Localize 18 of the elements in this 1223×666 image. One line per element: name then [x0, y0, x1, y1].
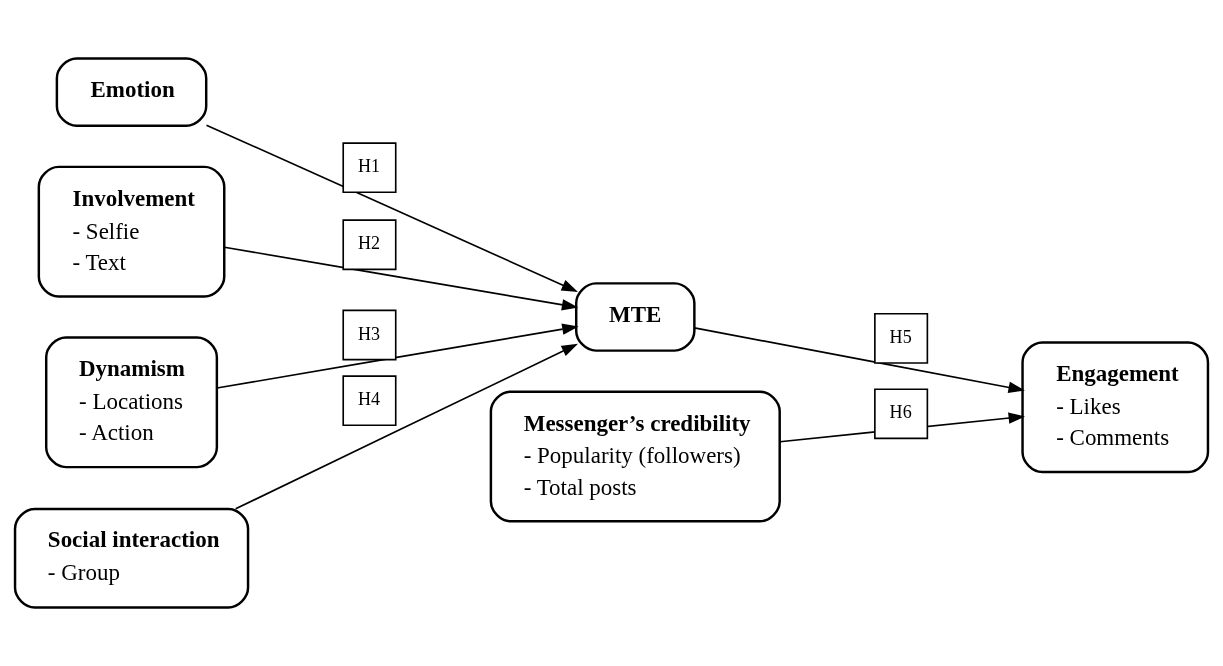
node-box: Involvement - Selfie - Text	[37, 165, 226, 298]
arrow	[234, 343, 578, 510]
node-box: Messenger’s credibility - Popularity (followers) - Total posts	[489, 390, 781, 523]
node-box: Social interaction - Group	[13, 507, 250, 609]
arrow	[223, 246, 579, 311]
arrow	[216, 323, 579, 389]
edge-label: H5	[889, 326, 912, 347]
node-box: Dynamism - Locations - Action	[45, 336, 219, 469]
node-box: Engagement - Likes - Comments	[1021, 341, 1210, 474]
edge-label: H3	[357, 323, 381, 344]
arrow	[693, 327, 1025, 394]
edge-label: H2	[357, 233, 381, 254]
edge-label: H4	[357, 389, 381, 410]
edge-label: H6	[889, 402, 912, 423]
arrow	[205, 124, 578, 292]
node-box: Emotion	[55, 57, 208, 128]
edge-label: H1	[357, 156, 381, 177]
node-box: MTE	[575, 282, 696, 352]
